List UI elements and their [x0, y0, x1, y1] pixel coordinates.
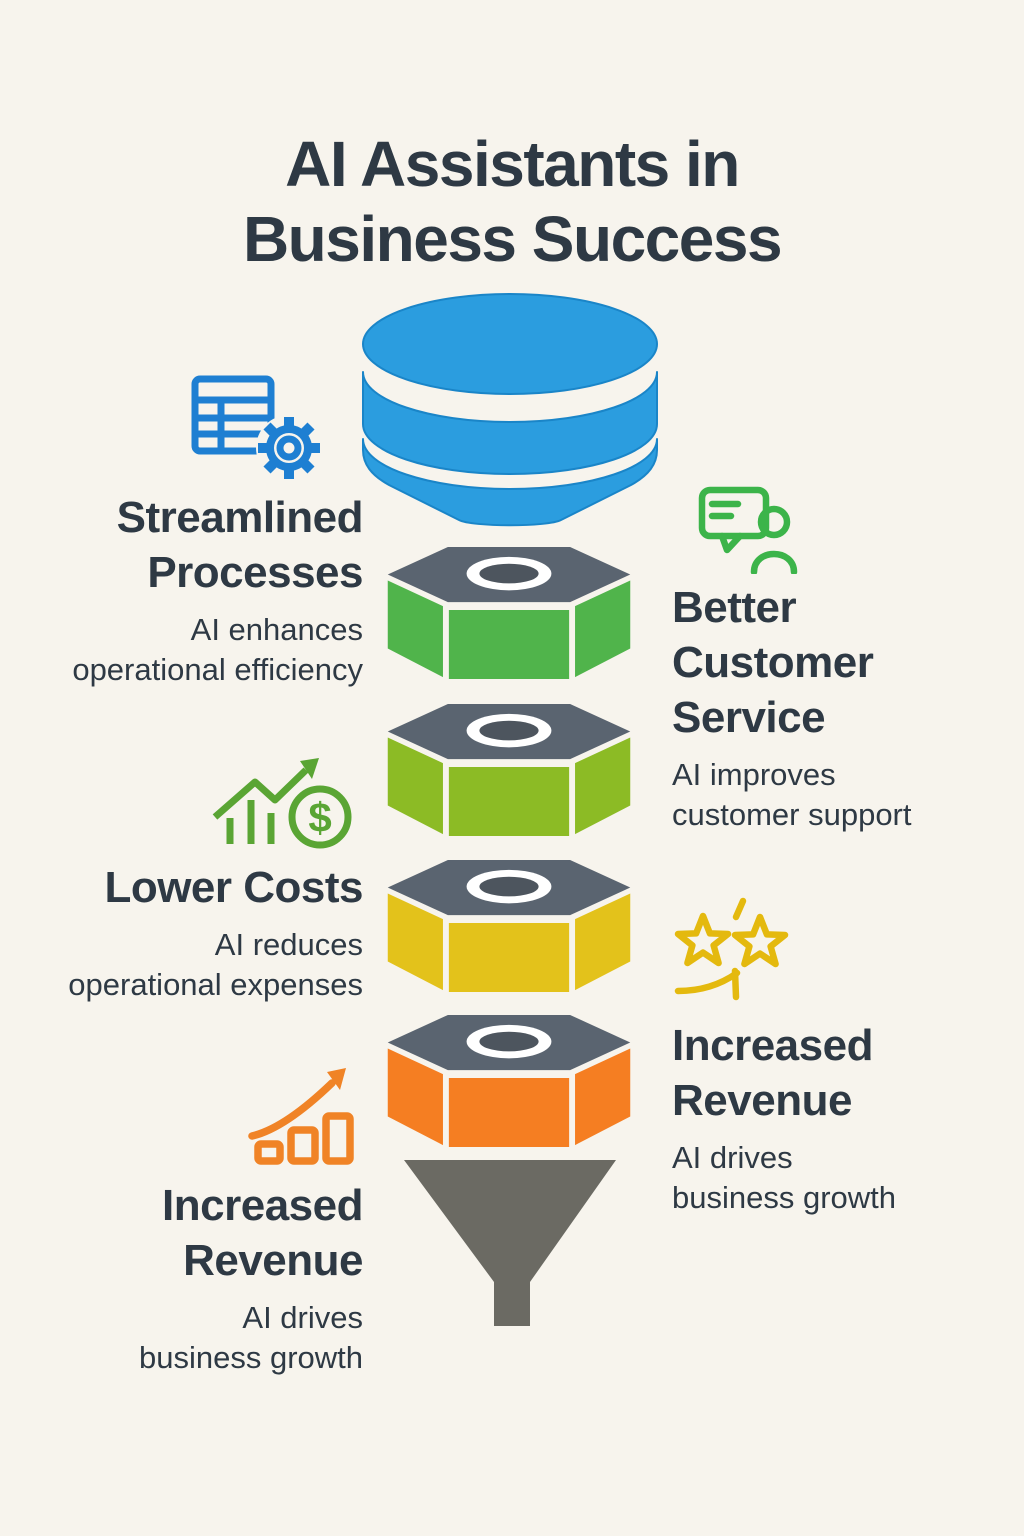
database-band-segment: [362, 371, 658, 475]
stage-4-text: Increased Revenue AI drives business gro…: [672, 1018, 934, 1219]
stage-1-text: Streamlined Processes AI enhances operat…: [28, 490, 363, 691]
stage-4-heading: Increased Revenue: [672, 1021, 873, 1125]
nut-right-face: [575, 737, 631, 835]
stage-1-description: AI enhances operational efficiency: [72, 612, 363, 688]
funnel-shape: [404, 1160, 616, 1326]
nut-hole: [479, 720, 539, 741]
stage-2-description: AI improves customer support: [672, 757, 912, 833]
growth-dollar-icon: $: [212, 758, 352, 849]
nut-front-face: [448, 923, 570, 993]
stage-4-description: AI drives business growth: [672, 1140, 897, 1216]
stage-5-text: Increased Revenue AI drives business gro…: [28, 1178, 364, 1379]
database-top-ellipse: [362, 293, 658, 395]
stage-3-text: Lower Costs AI reduces operational expen…: [28, 860, 363, 1006]
stage-2-text: Better Customer Service AI improves cust…: [672, 580, 934, 836]
nut-left-face: [387, 580, 443, 678]
nut-hole: [479, 876, 539, 897]
stage-3-description: AI reduces operational expenses: [68, 927, 363, 1003]
nut-front-face: [448, 767, 570, 837]
nut-left-face: [387, 893, 443, 991]
nut-stage-1: [387, 546, 631, 680]
page-title: AI Assistants in Business Success: [242, 127, 783, 275]
stage-3-heading: Lower Costs: [104, 863, 363, 912]
rating-stars-icon: [674, 897, 789, 1001]
bar-growth-icon: [248, 1068, 354, 1165]
nut-stage-2: [387, 703, 631, 837]
database-shape: [362, 293, 658, 527]
chat-person-icon: [698, 486, 798, 574]
database-bowl-segment: [362, 438, 658, 527]
nut-hole: [479, 1031, 539, 1052]
nut-front-face: [448, 1078, 570, 1148]
nut-right-face: [575, 1048, 631, 1146]
nut-stage-3: [387, 859, 631, 993]
stage-1-heading: Streamlined Processes: [116, 493, 364, 597]
nut-left-face: [387, 1048, 443, 1146]
table-gear-icon: [191, 375, 322, 481]
dollar-glyph: $: [308, 794, 331, 841]
nut-front-face: [448, 610, 570, 680]
stage-2-heading: Better Customer Service: [672, 583, 874, 742]
stage-5-description: AI drives business growth: [138, 1300, 363, 1376]
nut-left-face: [387, 737, 443, 835]
nut-stage-4: [387, 1014, 631, 1148]
funnel-body: [404, 1160, 616, 1326]
nut-right-face: [575, 580, 631, 678]
nut-hole: [479, 563, 539, 584]
nut-right-face: [575, 893, 631, 991]
stage-5-heading: Increased Revenue: [162, 1181, 363, 1285]
